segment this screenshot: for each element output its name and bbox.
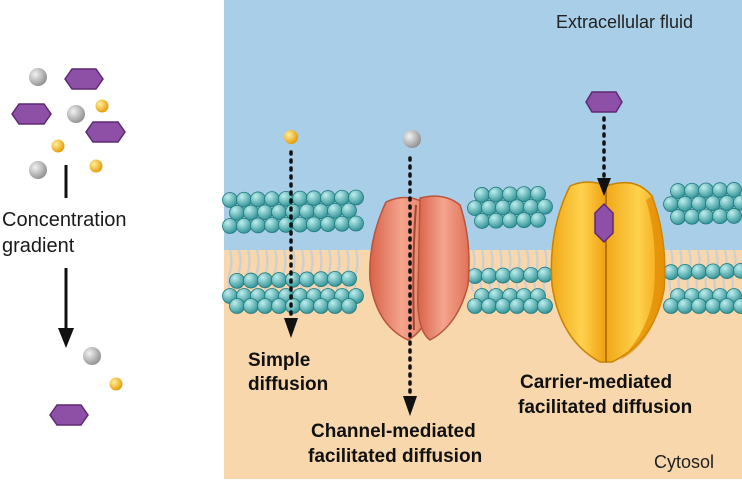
lipid-head xyxy=(475,213,490,228)
lipid-head xyxy=(258,273,273,288)
lipid-head xyxy=(524,299,539,314)
lipid-head xyxy=(531,212,546,227)
lipid-head xyxy=(293,217,308,232)
lipid-head xyxy=(489,213,504,228)
lipid-head xyxy=(230,299,245,314)
lipid-head xyxy=(265,218,280,233)
lipid-head xyxy=(720,299,735,314)
gray-molecule xyxy=(29,68,47,86)
lipid-head xyxy=(706,264,721,279)
simple-diffusion-label-line1: Simple xyxy=(248,350,310,372)
lipid-head xyxy=(328,271,343,286)
cytosol-label: Cytosol xyxy=(654,452,714,473)
lipid-head xyxy=(335,216,350,231)
lipid-head xyxy=(692,264,707,279)
lipid-head xyxy=(272,299,287,314)
lipid-head xyxy=(517,213,532,228)
lipid-head xyxy=(349,216,364,231)
yellow-molecule xyxy=(110,378,123,391)
lipid-head xyxy=(510,268,525,283)
lipid-head xyxy=(300,272,315,287)
lipid-head xyxy=(482,299,497,314)
lipid-head xyxy=(685,209,700,224)
gray-molecule xyxy=(29,161,47,179)
lipid-head xyxy=(251,218,266,233)
gradient-arrow xyxy=(58,268,74,348)
lipid-head xyxy=(244,273,259,288)
channel-label-line1: Channel-mediated xyxy=(311,421,476,443)
simple-diffusion-label-line2: diffusion xyxy=(248,374,328,396)
lipid-head xyxy=(706,299,721,314)
lipid-head xyxy=(300,299,315,314)
yellow-molecule xyxy=(96,100,109,113)
solute-gray-molecule xyxy=(403,130,421,148)
lipid-head xyxy=(328,299,343,314)
lipid-head xyxy=(699,209,714,224)
yellow-molecule xyxy=(52,140,65,153)
lipid-head xyxy=(510,299,525,314)
gradient-high-molecules xyxy=(12,68,125,179)
carrier-label-line1: Carrier-mediated xyxy=(520,372,672,394)
glucose-molecule xyxy=(65,69,103,89)
gradient-label-line2: gradient xyxy=(2,234,74,258)
lipid-head xyxy=(664,265,679,280)
lipid-head xyxy=(237,218,252,233)
glucose-molecule-outside xyxy=(586,92,622,112)
lipid-head xyxy=(538,299,553,314)
lipid-head xyxy=(314,272,329,287)
lipid-head xyxy=(538,267,553,282)
gradient-low-molecules xyxy=(50,347,123,425)
lipid-head xyxy=(307,217,322,232)
lipid-head xyxy=(678,264,693,279)
lipid-head xyxy=(503,213,518,228)
lipid-head xyxy=(223,219,238,234)
lipid-head xyxy=(244,299,259,314)
lipid-head xyxy=(482,268,497,283)
lipid-head xyxy=(671,210,686,225)
glucose-molecule xyxy=(12,104,51,124)
lipid-head xyxy=(538,199,553,214)
glucose-molecule xyxy=(50,405,88,425)
lipid-head xyxy=(664,299,679,314)
lipid-head xyxy=(713,209,728,224)
lipid-head xyxy=(342,299,357,314)
carrier-label-line2: facilitated diffusion xyxy=(518,397,692,419)
channel-label-line2: facilitated diffusion xyxy=(308,446,482,468)
channel-protein xyxy=(370,196,469,340)
yellow-molecule xyxy=(90,160,103,173)
lipid-head xyxy=(468,269,483,284)
gradient-label-line1: Concentration xyxy=(2,208,127,232)
lipid-head xyxy=(496,299,511,314)
lipid-head xyxy=(272,273,287,288)
gray-molecule xyxy=(67,105,85,123)
lipid-head xyxy=(468,299,483,314)
lipid-head xyxy=(286,272,301,287)
lipid-head xyxy=(321,217,336,232)
lipid-head xyxy=(678,299,693,314)
glucose-molecule-bound xyxy=(595,204,613,242)
lipid-head xyxy=(727,208,742,223)
lipid-head xyxy=(720,264,735,279)
glucose-molecule xyxy=(86,122,125,142)
gray-molecule xyxy=(83,347,101,365)
lipid-head xyxy=(230,273,245,288)
lipid-head xyxy=(286,299,301,314)
lipid-head xyxy=(692,299,707,314)
lipid-head xyxy=(349,190,364,205)
lipid-head xyxy=(258,299,273,314)
lipid-head xyxy=(342,271,357,286)
extracellular-fluid-label: Extracellular fluid xyxy=(556,12,693,33)
lipid-head xyxy=(496,268,511,283)
lipid-head xyxy=(524,267,539,282)
solute-yellow-molecule xyxy=(284,130,298,144)
lipid-head xyxy=(314,299,329,314)
